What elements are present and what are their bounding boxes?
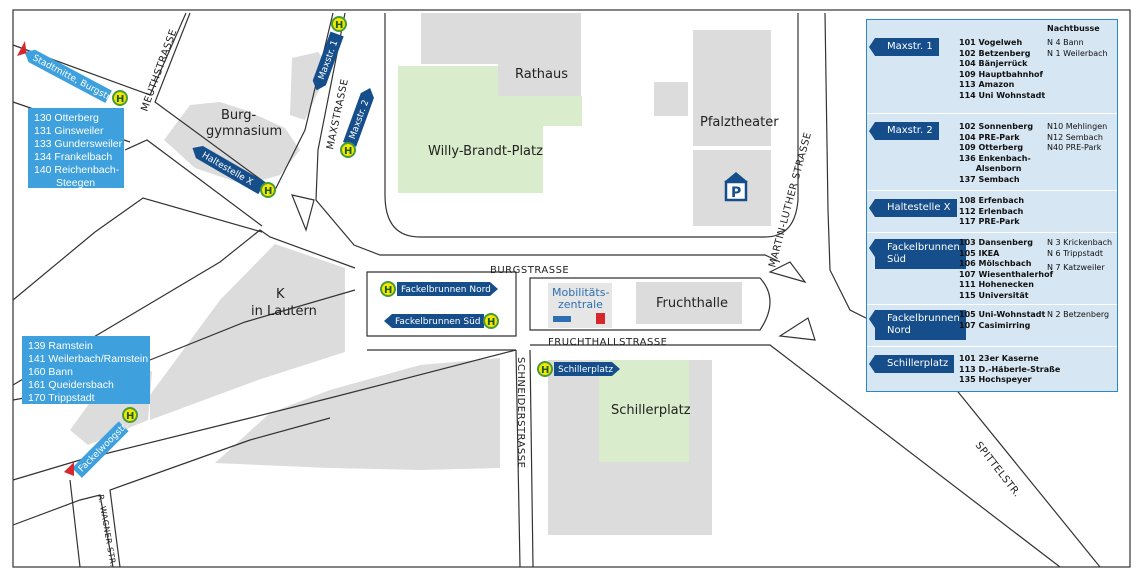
svg-text:H: H	[126, 411, 134, 422]
pfalztheater-building	[693, 30, 771, 146]
svg-text:Schillerplatz: Schillerplatz	[558, 365, 613, 375]
stop-h-icon	[112, 90, 128, 106]
route-item: 141 Weilerbach/Ramstein	[28, 353, 149, 365]
stop-h-icon	[483, 313, 499, 329]
route-item: 161 Queidersbach	[28, 379, 114, 391]
legend-night-lines: N 2 Betzenberg	[1047, 310, 1110, 319]
label-k-in-lautern-2: in Lautern	[251, 304, 317, 319]
red-arrow-icon	[17, 41, 27, 57]
red-arrow-icon	[64, 462, 74, 476]
route-item: 170 Trippstadt	[28, 392, 95, 404]
schillerplatz-green	[599, 360, 689, 462]
svg-text:H: H	[541, 365, 549, 376]
svg-text:H: H	[335, 20, 343, 31]
info-box-top: 130 Otterberg 131 Ginsweiler 133 Gunders…	[28, 108, 124, 189]
label-mobilitaet-2: zentrale	[558, 298, 603, 311]
route-item: 134 Frankelbach	[34, 151, 113, 163]
stop-h-icon	[260, 182, 276, 198]
legend-stop-label: Schillerplatz	[868, 355, 955, 373]
svg-text:H: H	[264, 186, 272, 197]
burggymnasium-building	[164, 102, 300, 185]
label-willy-brandt-platz: Willy-Brandt-Platz	[428, 144, 543, 159]
willy-brandt-green	[398, 66, 582, 193]
stop-h-icon	[537, 361, 553, 377]
stop-h-icon	[380, 281, 396, 297]
info-box-bottom: 139 Ramstein 141 Weilerbach/Ramstein 160…	[22, 336, 150, 404]
svg-text:H: H	[487, 317, 495, 328]
stop-fackelbrunnen-sued[interactable]: Fackelbrunnen Süd H	[384, 313, 499, 329]
parking-icon: P	[724, 172, 748, 202]
legend-night-title: Nachtbusse	[1047, 24, 1100, 33]
street-schneiderstrasse: SCHNEIDERSTRASSE	[515, 357, 526, 468]
street-fruchthallstrasse: FRUCHTHALLSTRASSE	[548, 337, 668, 348]
k-in-lautern-building	[150, 244, 345, 420]
stop-fackelbrunnen-nord[interactable]: H Fackelbrunnen Nord	[380, 281, 498, 297]
svg-text:Fackelbrunnen Süd: Fackelbrunnen Süd	[395, 317, 481, 327]
label-k-in-lautern-1: K	[276, 287, 285, 302]
svg-text:H: H	[344, 146, 352, 157]
label-burggymnasium-1: Burg-	[221, 108, 257, 123]
label-fruchthalle: Fruchthalle	[656, 296, 728, 311]
label-schillerplatz: Schillerplatz	[611, 403, 691, 418]
svg-text:P: P	[731, 185, 741, 201]
street-burgstrasse: BURGSTRASSE	[490, 265, 569, 276]
stop-h-icon	[122, 407, 138, 423]
svg-text:Fackelbrunnen Nord: Fackelbrunnen Nord	[401, 285, 491, 295]
svg-text:H: H	[116, 94, 124, 105]
mobilitaet-logo-icon	[596, 313, 605, 324]
route-item: 160 Bann	[28, 366, 73, 378]
route-item: 139 Ramstein	[28, 340, 93, 352]
route-item: Steegen	[56, 177, 96, 189]
legend-stop-label: Haltestelle X	[869, 199, 957, 217]
route-item: 131 Ginsweiler	[34, 125, 104, 137]
south-building	[215, 358, 500, 470]
stop-h-icon	[331, 16, 347, 32]
legend-stop-label: Maxstr. 2	[869, 122, 939, 140]
vrn-logo-icon	[553, 316, 571, 322]
label-pfalztheater: Pfalztheater	[700, 115, 779, 130]
route-item: 140 Reichenbach-	[34, 164, 120, 176]
route-item: 133 Gundersweiler	[34, 138, 123, 150]
label-rathaus: Rathaus	[515, 67, 568, 82]
stop-schillerplatz[interactable]: H Schillerplatz	[537, 361, 620, 377]
svg-text:H: H	[384, 285, 392, 296]
rathaus-building	[421, 13, 581, 96]
legend-stop-label: Maxstr. 1	[869, 38, 939, 56]
stop-h-icon	[340, 142, 356, 158]
label-burggymnasium-2: gymnasium	[206, 124, 282, 139]
label-mobilitaet-1: Mobilitäts-	[552, 286, 609, 299]
route-item: 130 Otterberg	[34, 112, 99, 124]
small-building	[654, 82, 688, 116]
fruchthalle-building	[636, 282, 742, 324]
